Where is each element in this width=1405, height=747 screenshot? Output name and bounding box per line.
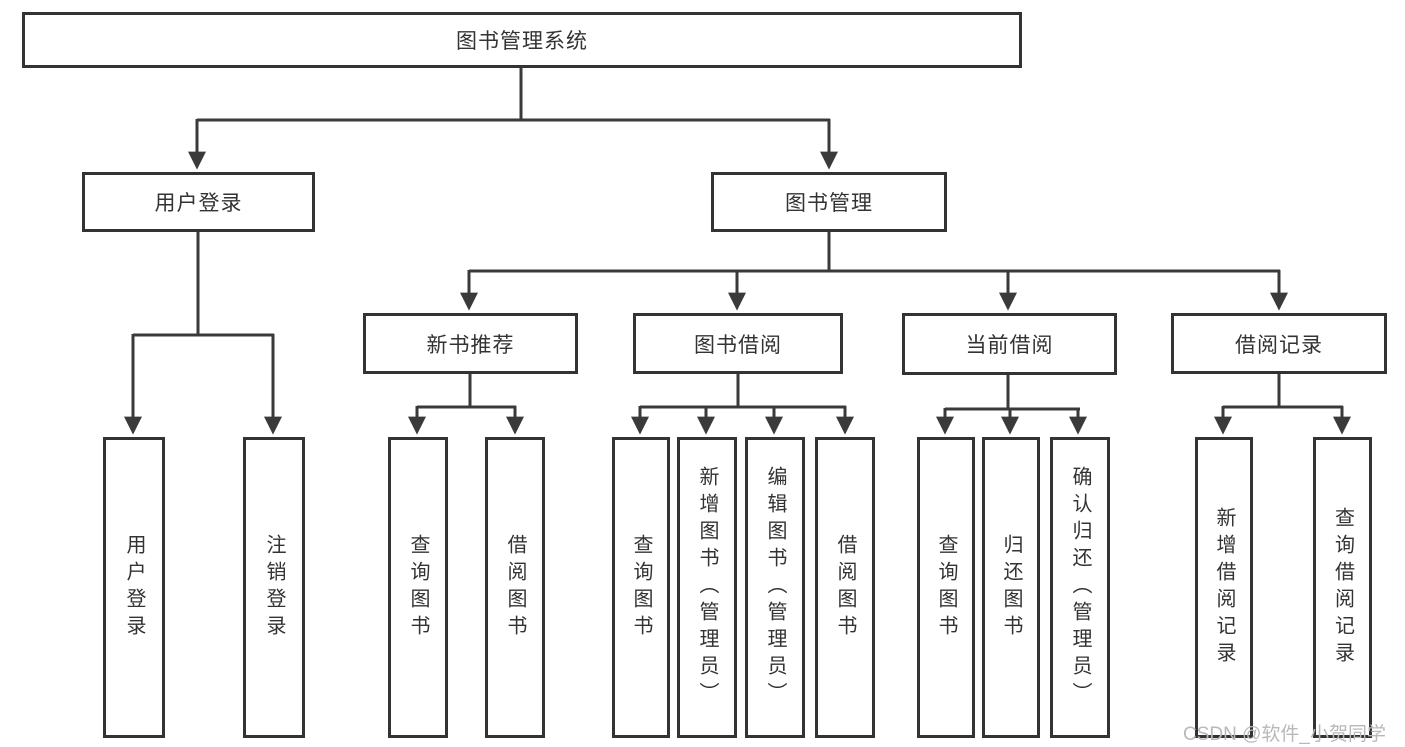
node-root: 图书管理系统 (22, 12, 1022, 68)
leaf-record-query: 查询借阅记录 (1313, 437, 1372, 738)
node-borrow-records: 借阅记录 (1171, 313, 1387, 374)
leaf-borrow-book-label: 借阅图书 (834, 533, 856, 642)
leaf-newbook-borrow: 借阅图书 (485, 437, 545, 738)
leaf-newbook-query: 查询图书 (388, 437, 448, 738)
leaf-borrow-book: 借阅图书 (815, 437, 875, 738)
node-current-borrow-label: 当前借阅 (965, 334, 1054, 357)
node-current-borrow: 当前借阅 (902, 313, 1117, 375)
leaf-current-confirm-admin-label: 确认归还（管理员） (1069, 466, 1091, 709)
node-book-borrow: 图书借阅 (633, 313, 843, 374)
leaf-record-add-label: 新增借阅记录 (1213, 506, 1235, 669)
leaf-borrow-query-label: 查询图书 (630, 533, 652, 642)
node-user-login-label: 用户登录 (154, 192, 243, 215)
node-book-management: 图书管理 (711, 172, 947, 232)
leaf-borrow-add-admin-label: 新增图书（管理员） (696, 466, 718, 709)
leaf-logout: 注销登录 (243, 437, 305, 738)
leaf-borrow-edit-admin-label: 编辑图书（管理员） (764, 466, 786, 709)
leaf-user-login: 用户登录 (103, 437, 165, 738)
leaf-newbook-query-label: 查询图书 (407, 533, 429, 642)
node-new-book-recommend: 新书推荐 (363, 313, 578, 374)
leaf-record-query-label: 查询借阅记录 (1331, 506, 1354, 669)
leaf-current-query: 查询图书 (917, 437, 975, 738)
leaf-current-confirm-admin: 确认归还（管理员） (1050, 437, 1110, 738)
leaf-current-return: 归还图书 (982, 437, 1040, 738)
node-book-management-label: 图书管理 (785, 192, 873, 215)
leaf-current-return-label: 归还图书 (1000, 533, 1022, 642)
leaf-newbook-borrow-label: 借阅图书 (504, 533, 526, 642)
leaf-borrow-edit-admin: 编辑图书（管理员） (745, 437, 805, 738)
leaf-borrow-add-admin: 新增图书（管理员） (677, 437, 737, 738)
node-borrow-records-label: 借阅记录 (1235, 333, 1323, 357)
node-book-borrow-label: 图书借阅 (694, 333, 782, 357)
leaf-current-query-label: 查询图书 (935, 533, 957, 642)
leaf-borrow-query: 查询图书 (612, 437, 670, 738)
leaf-record-add: 新增借阅记录 (1195, 437, 1253, 738)
node-new-book-recommend-label: 新书推荐 (426, 333, 515, 357)
node-root-label: 图书管理系统 (456, 30, 588, 53)
node-user-login: 用户登录 (82, 172, 315, 232)
leaf-logout-label: 注销登录 (263, 533, 285, 642)
csdn-watermark: CSDN @软件_小贺同学 (1183, 724, 1386, 745)
leaf-user-login-label: 用户登录 (123, 533, 145, 642)
